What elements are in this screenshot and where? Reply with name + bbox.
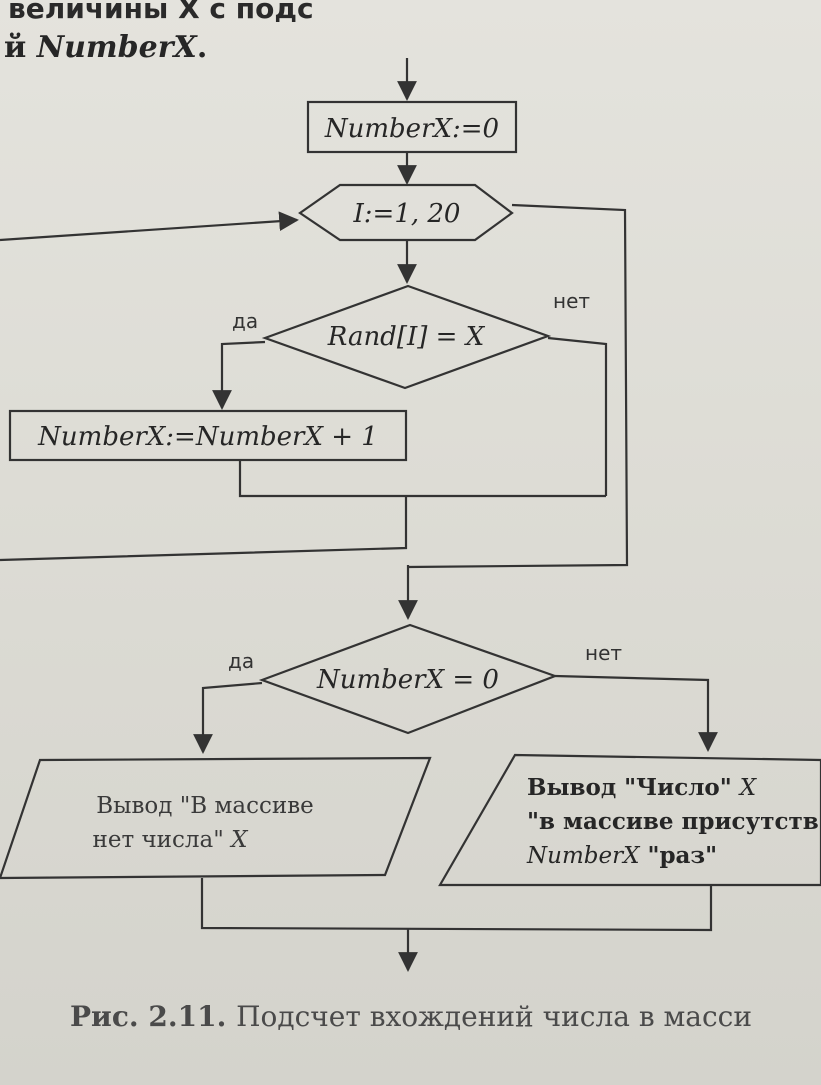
output-right-line-1-var: X <box>738 775 758 801</box>
output-left-line-1: Вывод "В массиве <box>96 793 314 819</box>
output-left-parallelogram <box>0 756 432 880</box>
loop-hexagon <box>298 183 514 242</box>
decision-1-text: Rand[I] = X <box>327 322 486 352</box>
increment-to-merge <box>238 460 606 498</box>
output-right-line-2: "в массиве присутств <box>527 808 819 835</box>
output-right-line-3-var: NumberX <box>526 843 641 869</box>
output-right-line-1-text: Вывод "Число" <box>527 774 740 801</box>
output-right-line-3: NumberX "раз" <box>526 842 717 869</box>
loop-text: I:=1, 20 <box>353 199 461 229</box>
top-text-line-1: величины X с подс <box>8 0 314 25</box>
output-left-line-2-text: нет числа" <box>93 827 232 853</box>
top-text-line-2: й NumberX. <box>4 30 207 65</box>
bottom-merge-line <box>200 878 713 932</box>
label-yes-1: да <box>232 309 258 333</box>
increment-text: NumberX:=NumberX + 1 <box>37 422 378 452</box>
increment-box <box>8 409 408 462</box>
decision-2-text: NumberX = 0 <box>316 665 499 695</box>
figure-caption: Рис. 2.11. Подсчет вхождений числа в мас… <box>70 1000 752 1033</box>
output-left-line-2-var: X <box>229 827 249 853</box>
label-no-2: нет <box>585 641 622 665</box>
branch-no-2 <box>554 674 718 752</box>
merge-back-line <box>0 496 408 562</box>
figure-caption-number: Рис. 2.11. <box>70 1000 237 1033</box>
output-right-line-3-text: "раз" <box>639 842 717 869</box>
top-text-line-2-prefix: й <box>4 30 37 65</box>
branch-yes-1 <box>212 340 266 410</box>
init-box <box>306 100 518 154</box>
branch-no-1 <box>547 336 608 496</box>
figure-caption-text: Подсчет вхождений числа в масси <box>236 1000 752 1033</box>
output-right-line-1: Вывод "Число" X <box>527 774 758 801</box>
init-box-text: NumberX:=0 <box>324 114 499 144</box>
loop-back-arrow <box>0 211 299 242</box>
label-no-1: нет <box>553 289 590 313</box>
top-text-line-2-var: NumberX <box>36 30 197 65</box>
top-text-line-2-suffix: . <box>196 30 208 65</box>
loop-exit-line <box>407 203 629 569</box>
label-yes-2: да <box>228 649 254 673</box>
output-right-parallelogram <box>438 753 821 887</box>
output-left-line-2: нет числа" X <box>93 827 250 853</box>
decision-diamond-1 <box>261 284 552 390</box>
branch-yes-2 <box>193 681 263 754</box>
